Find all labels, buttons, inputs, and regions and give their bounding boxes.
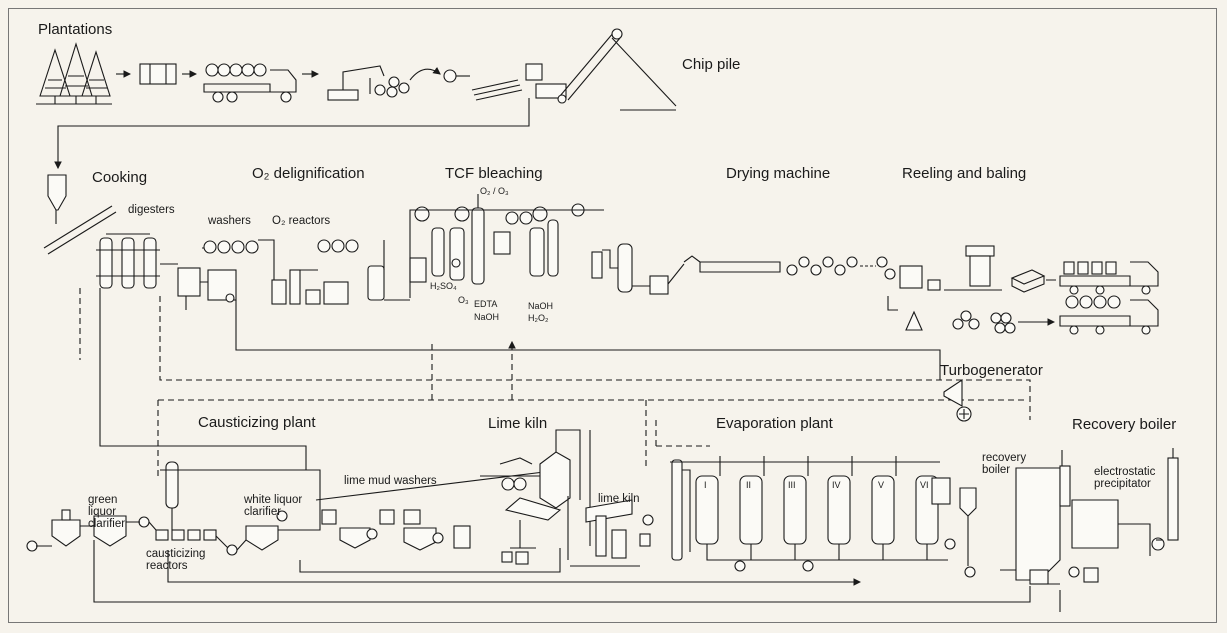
label-digesters: digesters — [128, 205, 175, 217]
label-plantations: Plantations — [38, 22, 112, 37]
label-o2-reactors: O₂ reactors — [272, 216, 330, 228]
label-lime-kiln-unit: lime kiln — [598, 494, 640, 506]
label-o2-o3: O₂ / O₃ — [480, 187, 509, 196]
drying-machine-icon — [684, 256, 895, 279]
label-lime-kiln: Lime kiln — [488, 416, 547, 431]
bale-truck-icon — [1060, 262, 1158, 294]
label-o3: O₃ — [458, 296, 469, 305]
forest-trees-icon — [36, 44, 112, 104]
digesters-icon — [96, 234, 160, 288]
label-o2-delignification: O₂ delignification — [252, 166, 365, 181]
label-reeling-and-baling: Reeling and baling — [902, 166, 1026, 181]
chip-pile-heap — [612, 38, 676, 110]
steam-to-bleaching — [432, 342, 512, 400]
label-electrostatic-precipitator: electrostatic precipitator — [1094, 466, 1164, 490]
label-recovery-boiler: Recovery boiler — [1072, 417, 1176, 432]
reeling-and-baling-icon — [888, 246, 1044, 333]
label-drying-machine: Drying machine — [726, 166, 830, 181]
evaporator-stage-5: V — [878, 481, 884, 490]
label-h2so4: H₂SO₄ — [430, 282, 457, 291]
log-cutter-icon — [140, 64, 176, 84]
label-causticizing-reactors: causticizing reactors — [146, 548, 210, 572]
evaporator-stage-2: II — [746, 481, 751, 490]
white-liquor-return — [100, 288, 306, 470]
label-evaporation-plant: Evaporation plant — [716, 416, 833, 431]
label-washers: washers — [208, 216, 251, 228]
log-truck-icon — [204, 64, 296, 102]
evaporator-stage-3: III — [788, 481, 796, 490]
washers-icon — [204, 241, 258, 302]
cooking-washer-icon — [178, 268, 212, 310]
dashed-liquor-loop-2 — [158, 400, 1024, 476]
o2-reactors-icon — [272, 240, 384, 304]
label-lime-mud-washers: lime mud washers — [344, 476, 437, 488]
label-turbogenerator: Turbogenerator — [940, 363, 1043, 378]
label-green-liquor-clarifier: green liquor clarifier — [88, 494, 148, 530]
label-naoh-left: NaOH — [474, 313, 499, 322]
chipper-and-conveyor-icon — [526, 29, 622, 103]
evaporation-train-icon — [670, 456, 976, 577]
label-cooking: Cooking — [92, 170, 147, 185]
label-recovery-boiler-unit: recovery boiler — [982, 452, 1026, 476]
label-white-liquor-clarifier: white liquor clarifier — [244, 494, 308, 518]
label-edta: EDTA — [474, 300, 497, 309]
label-chip-pile: Chip pile — [682, 57, 740, 72]
chip-silo-icon — [48, 175, 66, 224]
lime-mud-washers-icon — [316, 458, 544, 550]
chip-feed-line — [58, 98, 529, 168]
debarking-drum-icon — [444, 70, 522, 100]
roll-truck-icon — [1060, 296, 1158, 334]
label-naoh-right: NaOH — [528, 302, 553, 311]
log-crane-icon — [328, 66, 440, 100]
label-causticizing-plant: Causticizing plant — [198, 415, 316, 430]
evaporator-stage-1: I — [704, 481, 707, 490]
label-tcf-bleaching: TCF bleaching — [445, 166, 543, 181]
green-liquor-line — [168, 550, 860, 582]
evaporator-stage-4: IV — [832, 481, 841, 490]
stack-chimney-icon — [1118, 448, 1178, 556]
evaporator-stage-6: VI — [920, 481, 929, 490]
label-h2o2: H₂O₂ — [528, 314, 549, 323]
